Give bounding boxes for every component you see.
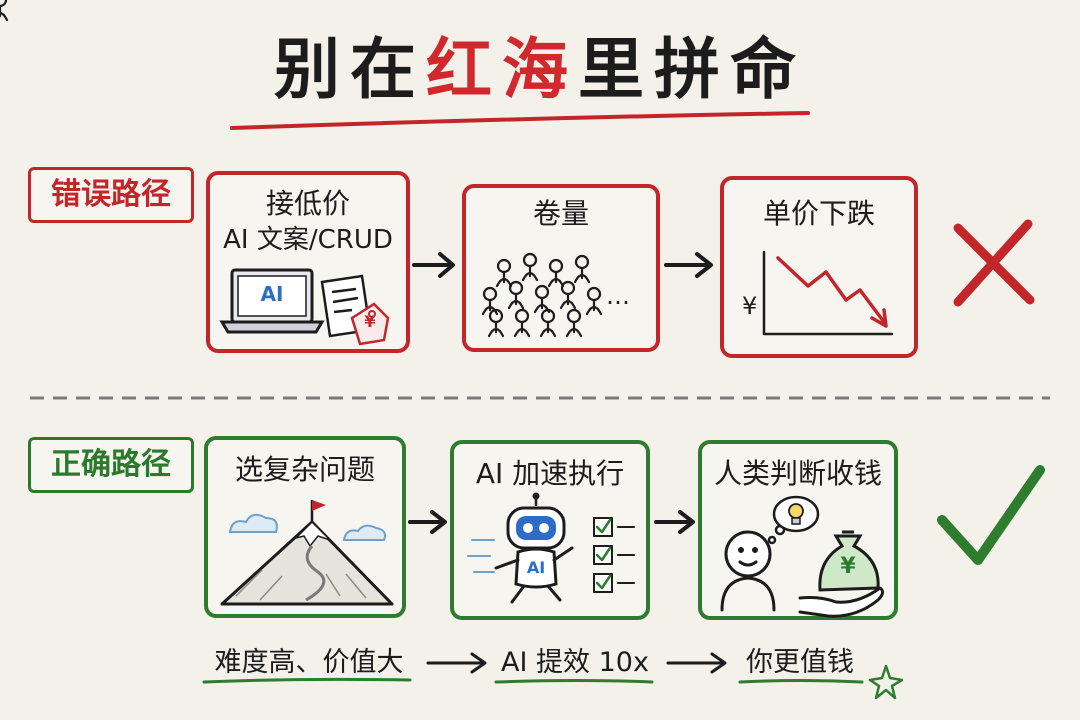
title-part-3: 里拼命	[578, 31, 806, 108]
arrow-icon	[412, 252, 455, 278]
wrong-step-1: 接低价 AI 文案/CRUD	[208, 186, 408, 258]
checklist-icon	[593, 517, 635, 593]
wrong-arrows	[412, 252, 713, 278]
bottom-underline-3	[738, 679, 864, 684]
bottom-flow-item-2: AI 提效 10x	[501, 647, 649, 678]
crowd-ellipsis: …	[606, 282, 630, 310]
checkmark-icon	[937, 465, 1045, 565]
title-part-highlight: 红海	[426, 31, 578, 108]
bottom-underline-2	[494, 679, 654, 684]
right-step-1: 选复杂问题	[206, 452, 404, 488]
right-step-1-line1: 选复杂问题	[234, 453, 375, 486]
flag-icon	[310, 500, 326, 522]
wrong-step-3: 单价下跌	[722, 196, 916, 232]
star-icon	[868, 664, 904, 700]
money-bag-symbol: ¥	[840, 554, 856, 579]
bottom-underline-1	[202, 677, 412, 684]
right-step-3-line1: 人类判断收钱	[713, 457, 882, 490]
arrow-icon	[664, 252, 713, 278]
arrow-icon	[666, 652, 727, 674]
lightbulb-icon	[788, 503, 804, 525]
right-step-3: 人类判断收钱	[700, 456, 896, 492]
right-arrows	[408, 510, 695, 534]
arrow-icon	[408, 510, 447, 534]
page-title: 别在红海里拼命	[0, 30, 1080, 110]
laptop-screen-text: AI	[260, 282, 284, 306]
mountain-icon	[220, 520, 394, 606]
title-underline	[230, 111, 810, 130]
arrow-icon	[426, 652, 487, 674]
robot-icon	[467, 492, 574, 604]
arrow-icon	[654, 510, 695, 534]
cross-icon	[953, 219, 1035, 307]
wrong-step-3-line1: 单价下跌	[762, 197, 875, 230]
person-icon	[720, 530, 776, 612]
wrong-step-2-line1: 卷量	[532, 197, 589, 230]
bottom-arrows	[426, 652, 727, 674]
price-tag-icon	[350, 302, 390, 346]
cloud-icon	[228, 513, 386, 541]
bottom-flow-item-3: 你更值钱	[746, 647, 854, 678]
right-path-label: 正确路径	[28, 437, 194, 493]
robot-body-text: AI	[526, 558, 546, 577]
right-step-2-line1: AI 加速执行	[475, 457, 625, 490]
crowd-icon	[0, 0, 9, 22]
bottom-flow-item-1: 难度高、价值大	[214, 647, 404, 678]
right-step-2: AI 加速执行	[452, 456, 648, 492]
wrong-path-label: 错误路径	[28, 167, 194, 223]
wrong-step-3-box	[720, 176, 918, 358]
price-tag-symbol: ¥	[364, 312, 376, 331]
title-part-1: 别在	[274, 31, 426, 108]
wrong-step-1-line1: 接低价	[265, 187, 350, 220]
wrong-step-1-line2: AI 文案/CRUD	[223, 225, 393, 255]
decline-chart-icon	[762, 250, 894, 336]
chart-axis-symbol: ¥	[742, 292, 758, 320]
wrong-step-2: 卷量	[464, 196, 658, 232]
hand-icon	[798, 586, 885, 618]
laptop-icon	[219, 268, 325, 334]
